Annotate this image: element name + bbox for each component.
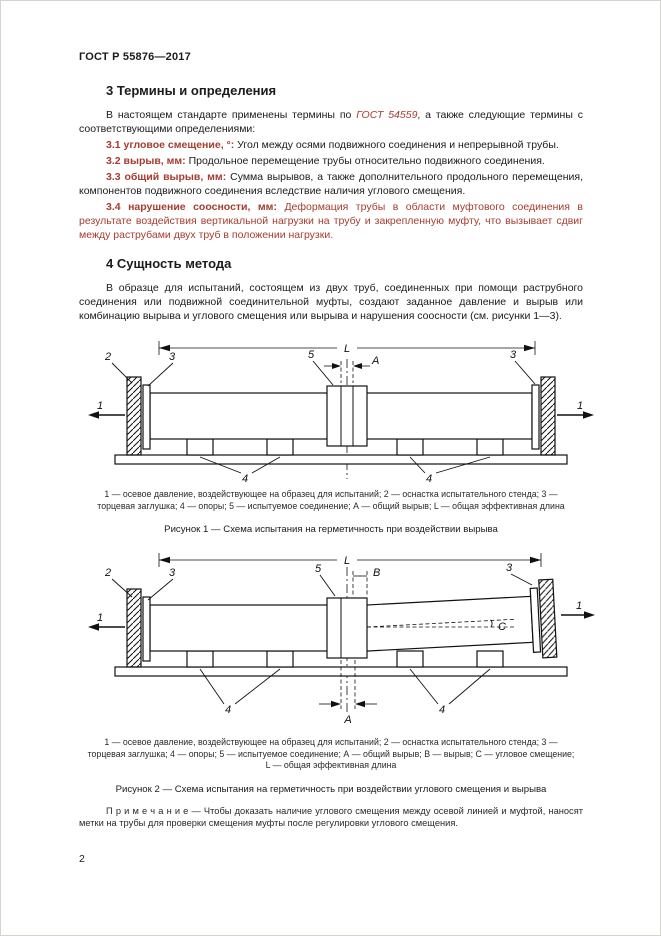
part-label-5: 5 [308,349,334,386]
part-label-5: 5 [315,563,336,597]
label-1: 1 [577,400,583,412]
svg-text:4: 4 [242,473,248,485]
figure2-diagram: C 1 1 L B [88,553,595,726]
svg-text:2: 2 [104,351,111,363]
svg-text:5: 5 [308,349,315,361]
rig-wall-left [126,376,142,456]
pipe-left [149,604,342,652]
svg-text:4: 4 [225,704,231,716]
dimension-A: A [319,660,377,726]
supports [186,650,504,668]
term-name: вырыв, мм: [123,155,186,167]
term-number: 3.1 [106,139,121,151]
svg-text:4: 4 [426,473,432,485]
label-A: A [371,355,379,367]
section3-intro: В настоящем стандарте применены термины … [79,108,583,136]
rig-wall-left [126,588,142,668]
svg-text:4: 4 [439,704,445,716]
term-3-4: 3.4 нарушение соосности, мм: Деформация … [79,200,583,242]
axial-pressure-arrow-right: 1 [557,400,594,419]
end-plug-left [142,596,151,662]
term-definition: Деформация трубы в области муфтового сое… [79,201,584,241]
section4-body: В образце для испытаний, состоящем из дв… [79,282,583,322]
tilted-axis [366,618,515,628]
svg-text:2: 2 [104,567,111,579]
base-plate [114,454,568,465]
svg-text:3: 3 [169,351,176,363]
figure1-legend: 1 — осевое давление, воздействующее на о… [97,489,565,511]
angle-C: C [367,619,515,633]
term-3-2: 3.2 вырыв, мм: Продольное перемещение тр… [79,154,583,168]
coupling [326,385,368,447]
label-1: 1 [97,400,103,412]
part-label-4-right: 4 [409,668,491,716]
term-number: 3.2 [106,155,121,167]
part-label-4-left: 4 [199,456,281,485]
label-1: 1 [576,600,582,612]
svg-text:5: 5 [315,563,322,575]
axial-pressure-arrow-right: 1 [561,600,595,619]
part-label-3-right: 3 [506,562,533,586]
term-number: 3.3 [106,171,121,183]
section4-title: 4 Сущность метода [106,256,232,271]
label-B: B [373,567,380,579]
part-label-2: 2 [104,351,133,384]
part-label-3-left: 3 [147,351,176,387]
dimension-L: L [158,553,542,567]
figure1-diagram: 1 1 L A 2 3 [88,341,594,485]
svg-text:3: 3 [169,567,176,579]
section3-title: 3 Термины и определения [106,83,277,98]
svg-text:3: 3 [510,349,517,361]
gost-reference: ГОСТ 54559 [356,109,418,121]
dimension-A: A [324,355,379,383]
part-label-4-right: 4 [409,456,491,485]
term-definition: Продольное перемещение трубы относительн… [188,155,545,167]
term-number: 3.4 [106,201,121,213]
term-definition: Сумма вырывов, а также дополнительного п… [79,171,583,197]
term-3-3: 3.3 общий вырыв, мм: Сумма вырывов, а та… [79,170,583,198]
rig-wall-right [538,578,558,659]
term-3-1: 3.1 угловое смещение, °: Угол между осям… [79,138,583,152]
label-L: L [344,555,350,567]
figure1-caption: Рисунок 1 — Схема испытания на герметичн… [164,524,498,535]
axial-pressure-arrow-left: 1 [88,612,125,631]
label-A: A [343,714,351,726]
coupling [326,597,368,659]
supports [186,438,504,456]
part-label-3-right: 3 [510,349,536,385]
term-name: нарушение соосности, мм: [128,201,277,213]
intro-text-after: , а также следующие термины с соответств… [79,109,583,135]
end-plug-right [529,587,542,653]
label-1: 1 [97,612,103,624]
part-label-2: 2 [104,567,133,598]
dimension-B: B [352,567,380,597]
figure2-legend: 1 — осевое давление, воздействующее на о… [87,737,575,770]
label-C: C [498,621,506,633]
figure2-caption: Рисунок 2 — Схема испытания на герметичн… [115,783,547,795]
term-name: общий вырыв, мм: [124,171,227,183]
rig-wall-right [540,376,556,456]
term-name: угловое смещение, °: [123,139,235,151]
term-definition: Угол между осями подвижного соединения и… [237,139,559,151]
note-label: П р и м е ч а н и е [106,805,189,816]
tilted-right-assembly [351,578,558,659]
part-label-4-left: 4 [199,668,281,716]
end-plug-right [531,384,540,450]
note-text: — Чтобы доказать наличие углового смещен… [79,805,583,828]
dimension-L: L [158,341,536,355]
end-plug-left [142,384,151,450]
label-L: L [344,343,350,355]
intro-text-before: В настоящем стандарте применены термины … [106,109,357,121]
part-label-3-left: 3 [147,567,176,601]
svg-text:3: 3 [506,562,513,574]
page-number: 2 [79,853,85,865]
note-paragraph: П р и м е ч а н и е — Чтобы доказать нал… [79,805,583,829]
doc-header: ГОСТ Р 55876—2017 [79,51,191,63]
axial-pressure-arrow-left: 1 [88,400,125,419]
